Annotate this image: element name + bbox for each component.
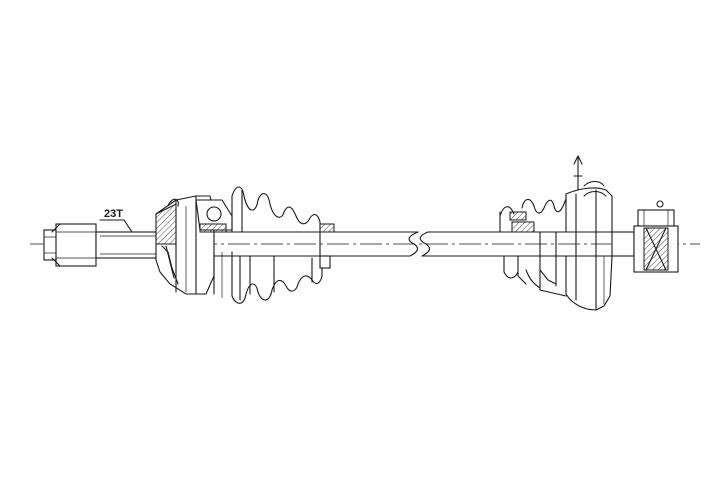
direction-marker — [573, 155, 583, 191]
spline-count-label: 23T — [104, 208, 123, 220]
right-stub-shaft — [611, 200, 679, 273]
spline-count-callout: 23T — [99, 208, 133, 233]
inner-joint-housing — [539, 180, 613, 311]
left-cv-boot — [231, 186, 335, 304]
right-cv-boot — [499, 193, 569, 291]
shaft-break-symbol — [419, 231, 431, 257]
left-stub-shaft — [43, 223, 159, 267]
outer-cv-joint — [155, 195, 233, 298]
main-shaft-left — [213, 231, 419, 257]
